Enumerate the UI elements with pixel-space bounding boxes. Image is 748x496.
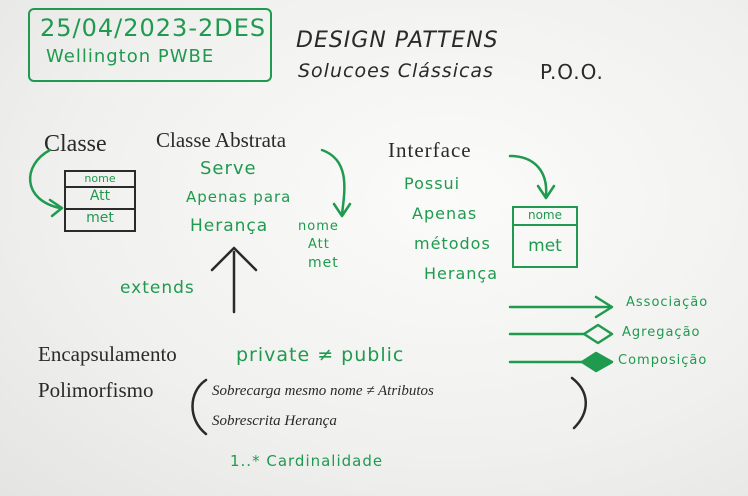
abstrata-arrowhead (332, 202, 352, 218)
abstrata-row-nome: nome (298, 219, 339, 234)
date-line: 25/04/2023-2DES (40, 14, 267, 42)
abstrata-row-att: Att (308, 237, 330, 252)
extends-arrow-head (210, 246, 258, 272)
extends-label: extends (120, 278, 195, 298)
polimorfismo-sobrescrita: Sobrescrita Herança (212, 413, 337, 429)
abstrata-label: Classe Abstrata (156, 128, 287, 152)
polimorfismo-label: Polimorfismo (38, 378, 154, 402)
name-line: Wellington PWBE (46, 46, 215, 67)
polimorfismo-close-paren (570, 376, 587, 430)
abstrata-desc-heranca: Herança (190, 216, 269, 236)
composicao-diamond (580, 351, 614, 373)
relation-composicao-label: Composição (618, 353, 708, 368)
agregacao-diamond (582, 323, 614, 345)
classe-uml-box: nome Att met (64, 170, 136, 232)
interface-row-nome: nome (514, 208, 576, 226)
polimorfismo-sobrecarga: Sobrecarga mesmo nome ≠ Atributos (212, 383, 434, 399)
relation-associacao-label: Associação (626, 295, 709, 310)
interface-desc-possui: Possui (404, 174, 461, 193)
associacao-arrowhead (594, 295, 614, 319)
interface-arrowhead (536, 184, 556, 200)
encapsulamento-detail: private ≠ public (236, 344, 405, 366)
polimorfismo-open-paren (191, 378, 208, 436)
title-design-patterns: DESIGN PATTENS (296, 28, 499, 53)
cardinalidade-label: 1..* Cardinalidade (230, 452, 384, 470)
classe-label: Classe (44, 131, 107, 157)
interface-desc-metodos: métodos (414, 234, 491, 253)
classe-row-att: Att (66, 188, 134, 210)
interface-desc-apenas: Apenas (412, 204, 478, 223)
abstrata-desc-apenas: Apenas para (186, 188, 292, 206)
title-solucoes: Solucoes Clássicas (298, 60, 494, 82)
classe-curved-arrow (28, 148, 62, 210)
abstrata-desc-serve: Serve (200, 158, 257, 179)
interface-desc-heranca: Herança (424, 264, 498, 283)
interface-label: Interface (388, 138, 472, 162)
classe-arrowhead (48, 198, 64, 218)
title-poo: P.O.O. (540, 60, 604, 84)
abstrata-curved-arrow (320, 148, 346, 216)
interface-row-met: met (528, 236, 562, 256)
encapsulamento-label: Encapsulamento (38, 342, 177, 366)
date-name-box (28, 8, 272, 82)
classe-row-nome: nome (66, 172, 134, 188)
interface-uml-box: nome met (512, 206, 578, 268)
interface-curved-arrow (508, 154, 548, 198)
abstrata-row-met: met (308, 255, 339, 271)
classe-row-met: met (86, 210, 114, 226)
relation-agregacao-label: Agregação (622, 325, 701, 340)
